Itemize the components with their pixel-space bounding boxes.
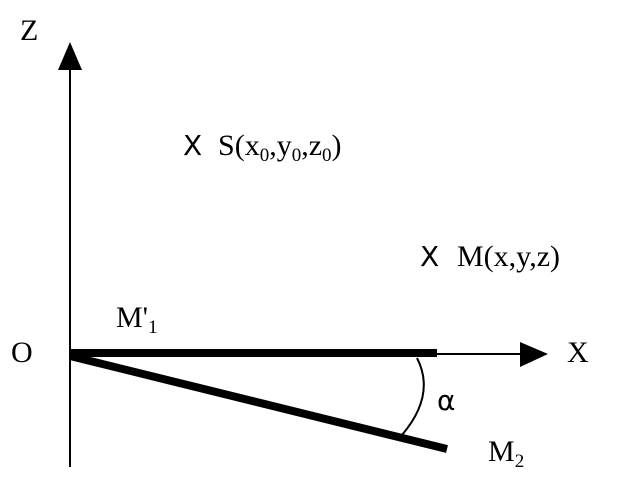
x-axis-arrowhead — [520, 342, 548, 367]
point-m-label: M(x,y,z) — [457, 240, 560, 273]
angle-alpha-label: α — [437, 384, 455, 417]
x-axis-label: X — [567, 336, 589, 369]
angle-arc — [401, 357, 425, 436]
point-s-marker: X — [183, 129, 202, 162]
point-m1-label: M'1 — [116, 301, 158, 338]
point-m-marker: X — [420, 240, 439, 273]
point-m2-label: M2 — [488, 435, 524, 472]
z-axis-label: Z — [20, 14, 38, 47]
z-axis-arrowhead — [58, 42, 82, 70]
origin-label: O — [11, 336, 33, 369]
segment-om2 — [69, 352, 448, 453]
point-s-label: S(x0,y0,z0) — [218, 129, 342, 166]
